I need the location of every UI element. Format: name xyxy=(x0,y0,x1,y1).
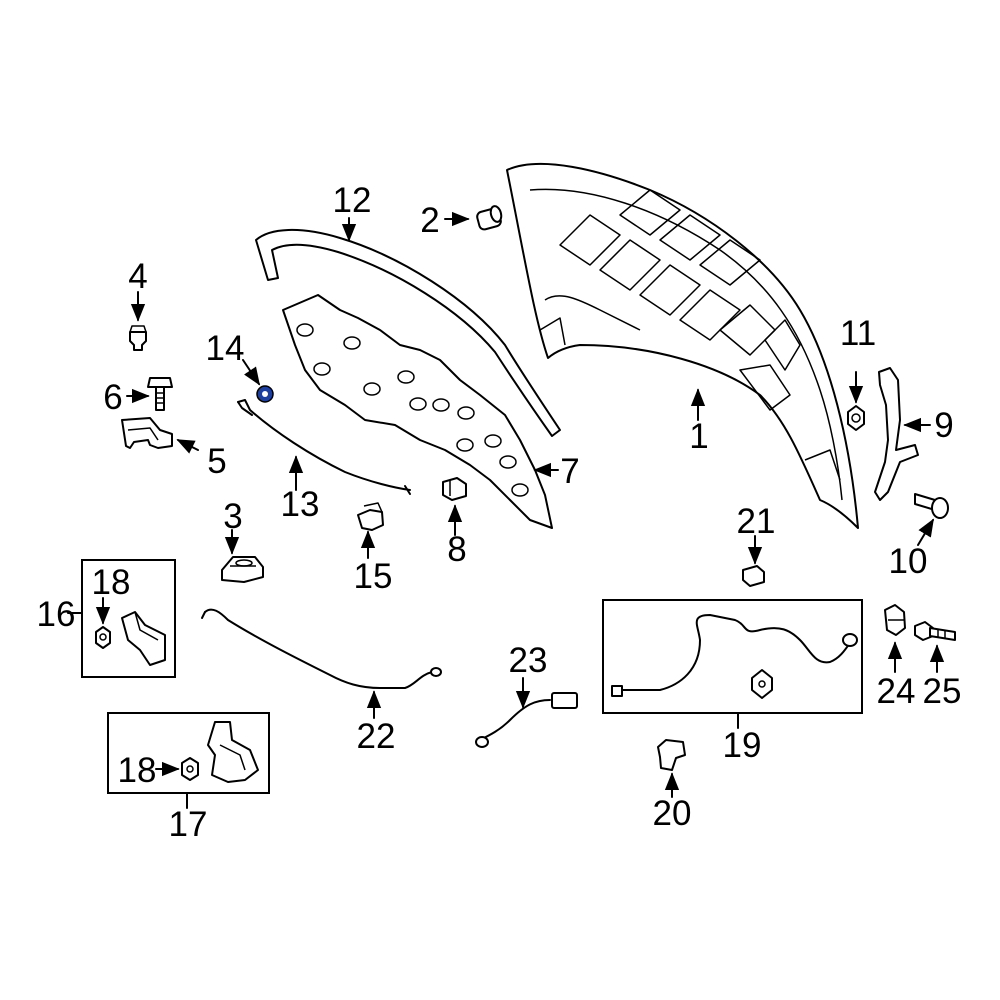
hood-insulator[interactable] xyxy=(282,294,553,529)
nut-18b[interactable] xyxy=(181,757,199,781)
callout-7: 7 xyxy=(560,452,579,491)
bolt-25[interactable] xyxy=(914,621,956,641)
callout-18b: 18 xyxy=(118,751,157,790)
callout-2: 2 xyxy=(420,201,439,240)
clip-24[interactable] xyxy=(884,604,906,636)
callout-21: 21 xyxy=(737,502,776,541)
nut-11[interactable] xyxy=(847,405,865,431)
callout-14: 14 xyxy=(206,329,245,368)
leader-arrows xyxy=(67,211,945,809)
latch-box-16 xyxy=(81,559,176,678)
callout-6: 6 xyxy=(103,378,122,417)
callout-22: 22 xyxy=(357,717,396,756)
callout-15: 15 xyxy=(354,557,393,596)
callout-5: 5 xyxy=(207,442,226,481)
hood-panel[interactable] xyxy=(506,162,859,529)
harness-clip-19[interactable] xyxy=(751,669,773,699)
callout-3: 3 xyxy=(223,497,242,536)
clip-8[interactable] xyxy=(442,477,467,501)
callout-11: 11 xyxy=(840,314,876,353)
hood-seal[interactable] xyxy=(255,229,561,437)
grommet-14[interactable] xyxy=(256,385,274,403)
harness-box-19 xyxy=(602,599,863,714)
callout-9: 9 xyxy=(934,406,953,445)
clip-15[interactable] xyxy=(357,502,384,531)
nut-18a[interactable] xyxy=(95,626,111,649)
callout-8: 8 xyxy=(447,530,466,569)
callout-24: 24 xyxy=(877,672,916,711)
callout-16: 16 xyxy=(37,595,76,634)
callout-17: 17 xyxy=(169,805,208,844)
callout-1: 1 xyxy=(689,417,708,456)
callout-labels: 1 2 3 4 5 6 7 8 9 10 11 12 13 14 15 16 1… xyxy=(37,181,962,844)
callout-12: 12 xyxy=(333,181,372,220)
hood-bumper[interactable] xyxy=(476,205,503,231)
callout-19: 19 xyxy=(723,726,762,765)
wiring-harness-19[interactable] xyxy=(611,614,858,697)
prop-rod[interactable] xyxy=(237,399,411,495)
release-cable-22[interactable] xyxy=(201,608,442,689)
callout-25: 25 xyxy=(923,672,962,711)
callout-20: 20 xyxy=(653,794,692,833)
push-clip[interactable] xyxy=(129,325,147,351)
bumper-21[interactable] xyxy=(742,565,765,587)
latch-16[interactable] xyxy=(121,611,166,666)
bolt-10[interactable] xyxy=(914,493,949,519)
callout-23: 23 xyxy=(509,641,548,680)
hood-hinge[interactable] xyxy=(874,367,919,501)
sensor-23[interactable] xyxy=(475,692,578,748)
bumper-3[interactable] xyxy=(221,556,264,583)
callout-4: 4 xyxy=(128,257,147,296)
latch-box-17 xyxy=(107,712,270,794)
callout-10: 10 xyxy=(889,542,928,581)
callout-18a: 18 xyxy=(92,563,131,602)
clip-20[interactable] xyxy=(657,739,686,771)
bracket-5[interactable] xyxy=(121,417,173,449)
latch-17[interactable] xyxy=(207,721,259,783)
callout-13: 13 xyxy=(281,485,320,524)
bolt-6[interactable] xyxy=(147,377,173,411)
